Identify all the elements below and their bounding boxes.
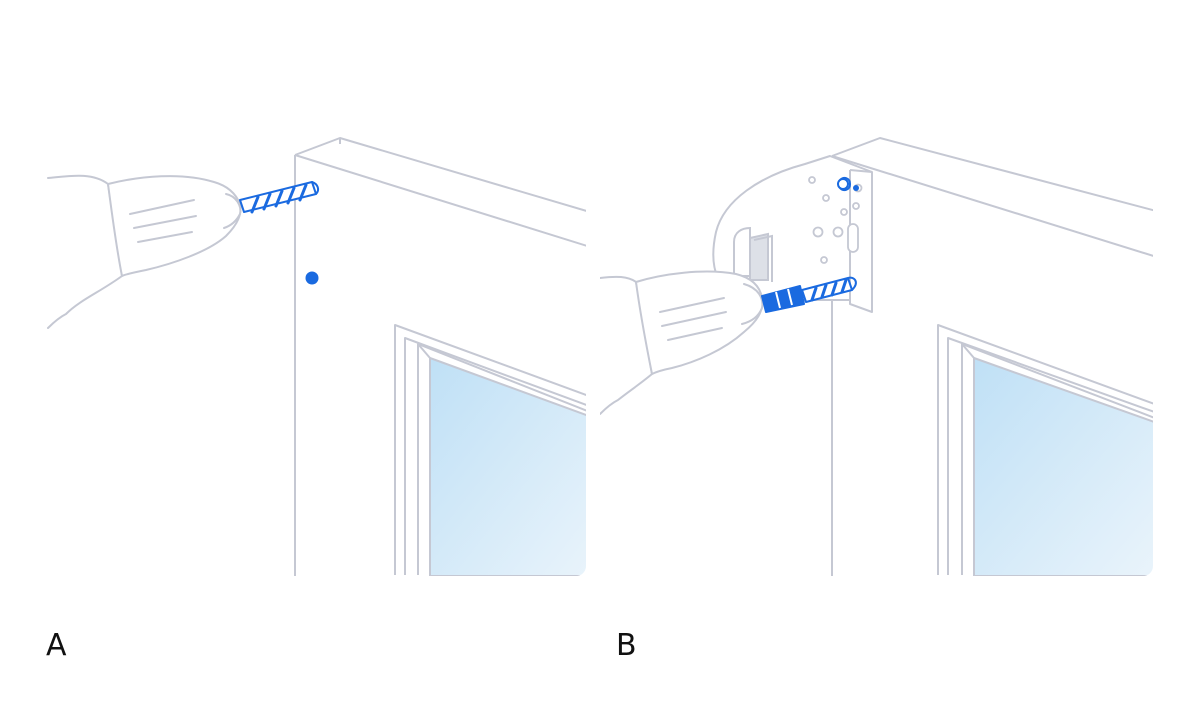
step-label: A [46, 628, 67, 663]
step-b-panel: B [600, 0, 1200, 702]
door-frame [294, 137, 586, 576]
door-window [394, 324, 586, 576]
hand-drill-icon [600, 270, 764, 415]
installed-screw-icon [837, 176, 859, 192]
door-frame [831, 137, 1153, 576]
drill-bit-icon [239, 181, 320, 214]
step-a-panel: A [46, 137, 586, 663]
step-label: B [616, 628, 637, 663]
step-b-illustration [600, 137, 1153, 576]
door-window [937, 324, 1153, 576]
screw-icon [761, 276, 857, 313]
hand-drill-icon [47, 174, 242, 329]
step-a-illustration [47, 137, 586, 576]
pilot-hole-marker [305, 271, 319, 285]
